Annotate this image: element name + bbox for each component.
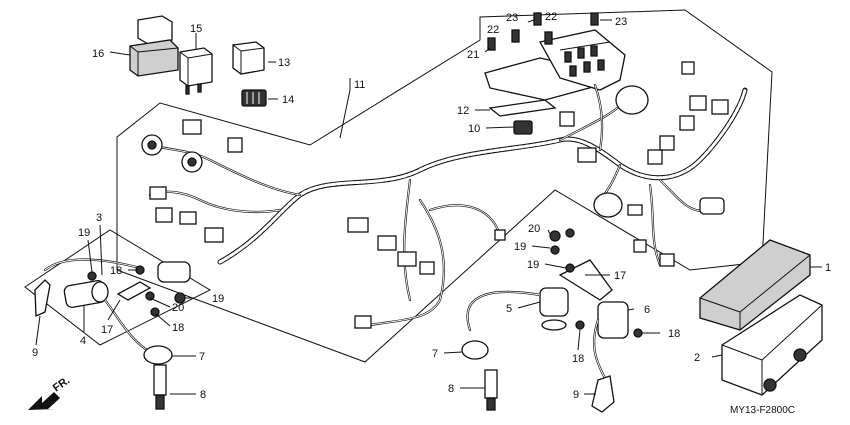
- part-2-holder: [721, 294, 823, 396]
- bolts-right: [549, 228, 643, 338]
- callout-18c: 18: [572, 353, 584, 365]
- callout-11: 11: [354, 79, 365, 91]
- callout-21: 21: [467, 49, 479, 61]
- callout-8b: 8: [448, 383, 454, 395]
- part-12-strip: [488, 99, 557, 117]
- part-4-ignition-coil: [63, 279, 109, 309]
- part-6-coil-right: [597, 301, 629, 339]
- part-22-23-fuses: [487, 12, 599, 51]
- part-5-ignition-coil-right: [539, 287, 569, 331]
- callout-18d: 18: [668, 328, 680, 340]
- bracket-17-left: [116, 281, 152, 301]
- callout-1: 1: [825, 262, 831, 274]
- part-3-ignition-lead: [43, 258, 152, 354]
- part-11-main-harness: [148, 83, 748, 327]
- callout-labels: 11 16 15 13 14 12 10 21 22 22 23 23 1 2 …: [32, 11, 831, 416]
- direction-label: FR.: [51, 374, 72, 394]
- callout-19a: 19: [78, 227, 90, 239]
- part-21-fuse-box: [484, 29, 626, 101]
- harness-assembly-outline: [116, 9, 773, 363]
- callout-16: 16: [92, 48, 104, 60]
- diagram-code: MY13-F2800C: [730, 405, 795, 416]
- callout-13: 13: [278, 57, 290, 69]
- callout-22b: 22: [545, 11, 557, 23]
- part-9-plug-cap-left: [34, 279, 51, 317]
- part-6-coil-left-second: [157, 261, 191, 304]
- part-13-relay: [232, 41, 265, 75]
- bolts-left: [87, 265, 160, 317]
- callout-7b: 7: [432, 348, 438, 360]
- callout-23a: 23: [506, 12, 518, 24]
- callout-14: 14: [282, 94, 294, 106]
- callout-5: 5: [506, 303, 512, 315]
- part-7-cap-right: [461, 340, 489, 360]
- callout-15: 15: [190, 23, 202, 35]
- callout-6: 6: [644, 304, 650, 316]
- callout-7a: 7: [199, 351, 205, 363]
- part-14-connector: [241, 89, 267, 107]
- callout-8a: 8: [200, 389, 206, 401]
- leader-lines: [35, 19, 822, 395]
- front-direction-arrow: FR.: [28, 374, 72, 410]
- callout-3: 3: [96, 212, 102, 224]
- callout-22a: 22: [487, 24, 499, 36]
- part-8-plug-right: [484, 369, 498, 411]
- callout-2: 2: [694, 352, 700, 364]
- callout-4: 4: [80, 335, 86, 347]
- callout-18b: 18: [172, 322, 184, 334]
- callout-18a: 18: [110, 265, 122, 277]
- callout-12: 12: [457, 105, 469, 117]
- callout-10: 10: [468, 123, 480, 135]
- callout-20a: 20: [172, 302, 184, 314]
- callout-17a: 17: [101, 324, 113, 336]
- callout-20b: 20: [528, 223, 540, 235]
- callout-19b: 19: [212, 293, 224, 305]
- callout-19c: 19: [514, 241, 526, 253]
- part-10-connector: [513, 120, 533, 135]
- part-8-plug-left: [153, 364, 167, 410]
- callout-23b: 23: [615, 16, 627, 28]
- callout-9a: 9: [32, 347, 38, 359]
- ignition-coil-assembly-outline: [24, 229, 212, 346]
- harness-connectors: [141, 61, 729, 329]
- callout-9b: 9: [573, 389, 579, 401]
- part-9-plug-cap-right: [591, 375, 615, 413]
- part-16-relay: [129, 15, 179, 77]
- part-1-module: [699, 239, 811, 331]
- callout-17b: 17: [614, 270, 626, 282]
- part-7-cap-left: [143, 345, 173, 365]
- part-15-unit: [179, 47, 213, 95]
- callout-19d: 19: [527, 259, 539, 271]
- right-leads: [466, 290, 608, 382]
